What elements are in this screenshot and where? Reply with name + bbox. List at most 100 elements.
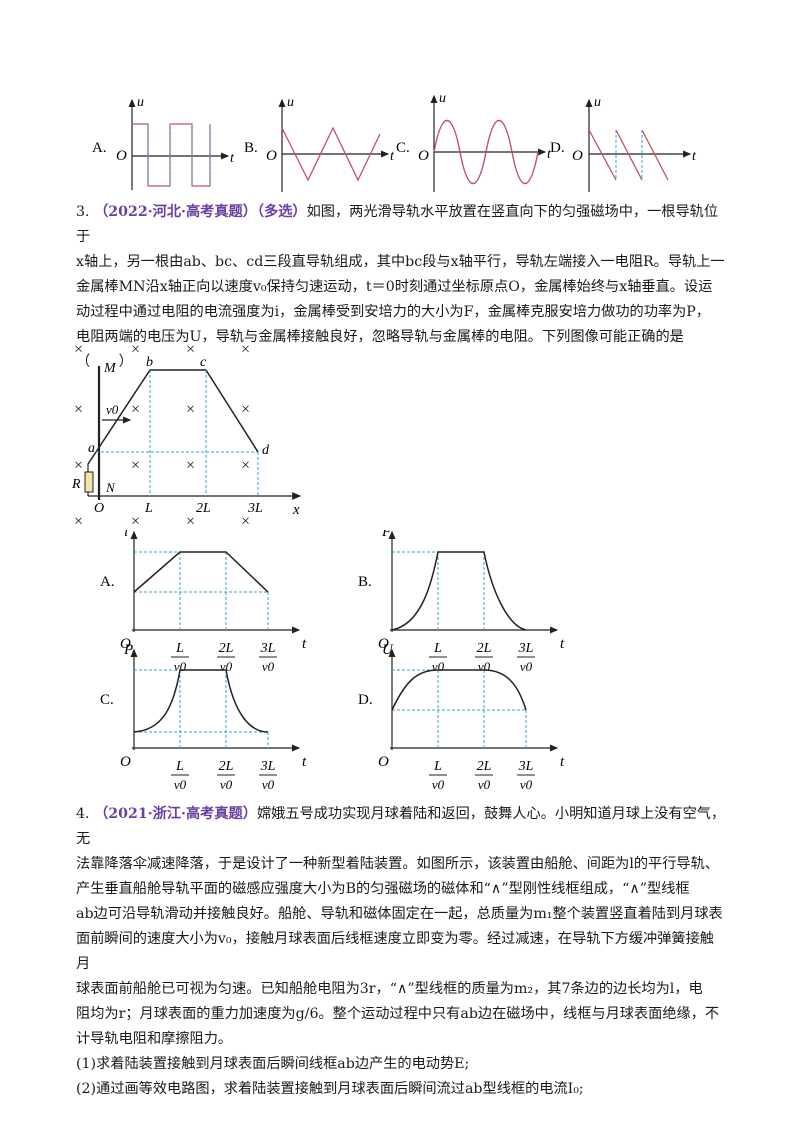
tick-denominator: v0: [520, 777, 533, 790]
q2-option-a[interactable]: A. O u t: [92, 95, 235, 190]
svg-text:×: ×: [186, 341, 195, 358]
svg-text:×: ×: [74, 341, 83, 358]
graph-axis-t: t: [560, 754, 565, 770]
q3-number: 3.: [76, 204, 90, 220]
q2-origin-a: O: [116, 148, 127, 164]
svg-text:×: ×: [131, 457, 140, 474]
svg-text:×: ×: [241, 341, 250, 358]
tick-denominator: v0: [432, 777, 445, 790]
tick-numerator: 2L: [477, 641, 492, 656]
tick-denominator: v0: [262, 777, 275, 790]
q2-axis-t-c: t: [547, 147, 552, 162]
q2-axis-u-d: u: [594, 95, 601, 110]
tick-denominator: v0: [174, 777, 187, 790]
tick-denominator: v0: [478, 777, 491, 790]
graph-axis-t: t: [302, 754, 307, 770]
q4-subq-1: (1)求着陆装置接触到月球表面后瞬间线框ab边产生的电动势E;: [76, 1056, 470, 1072]
q2-axis-u-c: u: [439, 91, 446, 106]
q2-axis-u-b: u: [287, 95, 294, 110]
q2-option-c[interactable]: C. O u t: [396, 91, 552, 192]
tick-3l: 3L: [247, 501, 263, 516]
q2-option-b-label: B.: [244, 140, 258, 156]
graph-axis-label: P: [123, 642, 133, 658]
q4-line-4: 面前瞬间的速度大小为v₀，接触月球表面后线框速度立即变为零。经过减速，在导轨下方…: [76, 931, 714, 972]
graph-origin: O: [120, 754, 131, 770]
graph-curve: [133, 669, 269, 733]
svg-text:×: ×: [241, 513, 250, 530]
tick-numerator: 3L: [518, 641, 534, 656]
q4-subq-2: (2)通过画等效电路图，求着陆装置接触到月球表面后瞬间流过ab型线框的电流I₀;: [76, 1081, 584, 1097]
graph-axis-t: t: [302, 636, 307, 652]
q2-option-d[interactable]: D. O u t: [550, 95, 697, 192]
graph-curve: [133, 551, 269, 593]
velocity-label: v0: [106, 402, 119, 417]
graph-curve: [391, 669, 527, 711]
tick-numerator: 3L: [260, 641, 276, 656]
q4-line-0: 4. （2021·浙江·高考真题）嫦娥五号成功实现月球着陆和返回，鼓舞人心。小明…: [76, 806, 726, 847]
q3-line4: 动过程中通过电阻的电流强度为i，金属棒受到安培力的大小为F，金属棒克服安培力做功…: [76, 304, 710, 320]
q3-source: （2022·河北·高考真题）: [94, 204, 257, 220]
q2-origin-c: O: [418, 148, 429, 164]
graph-origin: O: [378, 754, 389, 770]
q4-line-3: ab边可沿导轨滑动并接触良好。船舱、导轨和磁体固定在一起，总质量为m₁整个装置竖…: [76, 906, 723, 922]
graph-option-label: B.: [358, 574, 372, 590]
tick-2l: 2L: [196, 501, 211, 516]
q3-line1: 3. （2022·河北·高考真题）（多选）如图，两光滑导轨水平放置在竖直向下的匀…: [76, 204, 719, 245]
svg-text:×: ×: [186, 513, 195, 530]
q4-line-6: 阻均为r；月球表面的重力加速度为g/6。整个运动过程中只有ab边在磁场中，线框与…: [76, 1006, 720, 1022]
q4-line-5: 球表面前船舱已可视为匀速。已知船舱电阻为3r，“∧”型线框的质量为m₂，其7条边…: [76, 981, 703, 997]
tick-numerator: 3L: [518, 759, 534, 774]
tick-numerator: 2L: [477, 759, 492, 774]
tick-numerator: 3L: [260, 759, 276, 774]
point-a: a: [88, 441, 95, 456]
svg-text:×: ×: [74, 513, 83, 530]
q3-answer-paren[interactable]: （ ）: [76, 354, 133, 370]
q2-origin-b: O: [266, 148, 277, 164]
svg-text:×: ×: [74, 457, 83, 474]
tick-numerator: L: [175, 641, 184, 656]
origin-label: O: [94, 501, 104, 516]
q4-line-1: 法靠降落伞减速降落，于是设计了一种新型着陆装置。如图所示，该装置由船舱、间距为l…: [76, 856, 719, 872]
tick-l: L: [144, 501, 153, 516]
svg-text:×: ×: [186, 401, 195, 418]
svg-text:×: ×: [131, 401, 140, 418]
graph-origin: O: [378, 636, 389, 652]
q3-line5: 电阻两端的电压为U，导轨与金属棒接触良好，忽略导轨与金属棒的电阻。下列图像可能正…: [76, 329, 684, 345]
graph-axis-label: F: [381, 530, 392, 540]
q2-option-b[interactable]: B. O u t: [244, 95, 395, 192]
graph-axis-label: i: [124, 530, 128, 540]
x-axis-label: x: [292, 502, 300, 518]
q3-line3: 金属棒MN沿x轴正向以速度v₀保持匀速运动，t＝0时刻通过坐标原点O，金属棒始终…: [76, 279, 713, 295]
q3-figure: ×××× ×××× ×××× ×××× x R M N v0 a: [60, 340, 320, 530]
rod-label-m: M: [103, 361, 117, 376]
graph-curve: [391, 551, 527, 631]
svg-text:×: ×: [241, 457, 250, 474]
point-b: b: [146, 355, 153, 370]
magnetic-field-crosses: ×××× ×××× ×××× ××××: [74, 341, 250, 530]
q2-axis-t-d: t: [692, 149, 697, 164]
q3-figure-svg: ×××× ×××× ×××× ×××× x R M N v0 a: [71, 341, 302, 530]
q2-axis-u-a: u: [137, 95, 144, 110]
graph-option-label: A.: [100, 574, 115, 590]
graph-origin: O: [120, 636, 131, 652]
tick-denominator: v0: [262, 659, 275, 674]
tick-denominator: v0: [220, 777, 233, 790]
graph-option-label: D.: [358, 692, 373, 708]
q2-option-a-label: A.: [92, 140, 107, 156]
q4-number: 4.: [76, 806, 90, 822]
q2-origin-d: O: [572, 148, 583, 164]
q4-stem: 4. （2021·浙江·高考真题）嫦娥五号成功实现月球着陆和返回，鼓舞人心。小明…: [76, 802, 726, 1102]
resistor-label: R: [71, 477, 81, 492]
graph-axis-label: U: [382, 642, 394, 658]
tick-numerator: L: [433, 759, 442, 774]
svg-text:×: ×: [241, 401, 250, 418]
q2-options-svg: A. O u t B. O u t C. O u t: [92, 91, 697, 192]
q3-stem: 3. （2022·河北·高考真题）（多选）如图，两光滑导轨水平放置在竖直向下的匀…: [76, 200, 726, 375]
q4-line-7: 计导轨电阻和摩擦阻力。: [76, 1031, 233, 1047]
point-d: d: [262, 443, 270, 458]
svg-text:×: ×: [74, 401, 83, 418]
graph-option-label: C.: [100, 692, 114, 708]
